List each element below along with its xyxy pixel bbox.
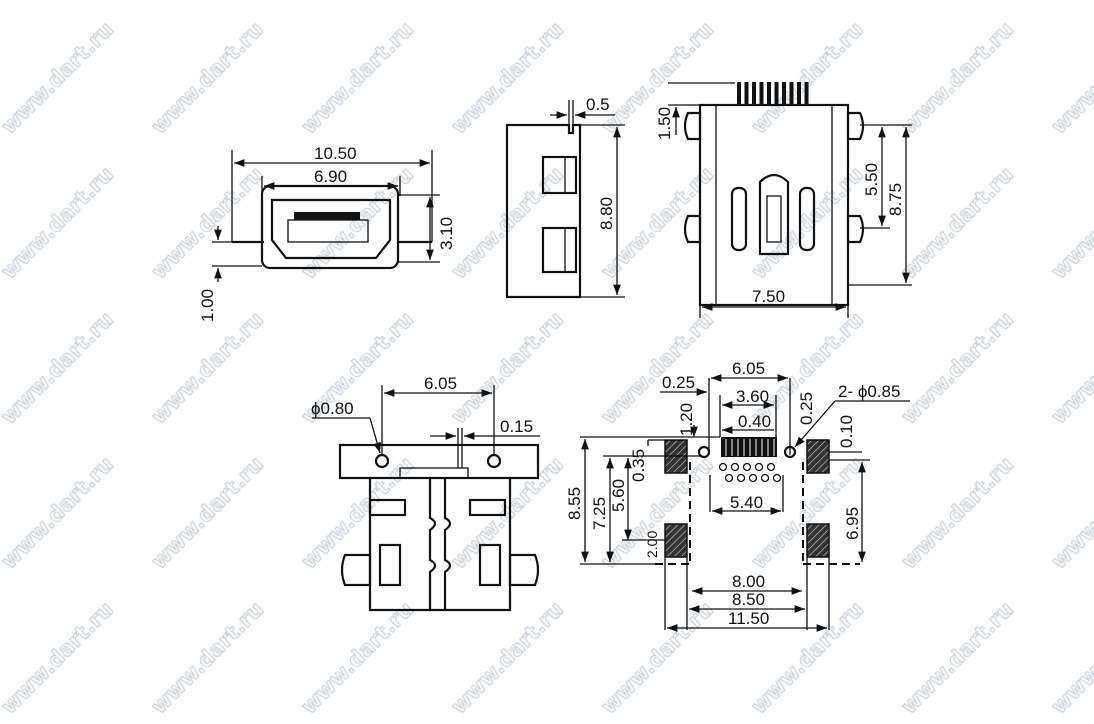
pin: [797, 82, 801, 105]
front-view: 10.50 6.90 3.10 1.00: [198, 144, 456, 322]
hole: [760, 473, 770, 483]
dim-w-total: 11.50: [728, 609, 769, 628]
dim-h-a: 7.25: [590, 497, 609, 530]
pin: [752, 82, 756, 105]
dim-w-b: 8.50: [732, 590, 765, 609]
hole: [724, 473, 734, 483]
dim-w-a: 8.00: [732, 572, 765, 591]
pcb-layout: 6.05 0.25 3.60 0.40 0.25 2- ϕ0.85 1.20 0…: [565, 359, 910, 632]
dim-hole-diameter: ϕ0.80: [311, 399, 354, 418]
dim-h-total: 8.55: [565, 487, 584, 520]
dim-side-height: 8.80: [597, 197, 616, 230]
dim-edge-b: 0.25: [797, 392, 816, 425]
dim-h-c: 0.35: [629, 449, 648, 482]
dim-pad-span: 6.05: [732, 359, 765, 378]
dim-offset-right: 0.10: [837, 415, 856, 448]
top-view: 7.50 1.50 5.50 8.75: [655, 82, 912, 318]
pin: [774, 82, 779, 105]
side-view: 0.5 8.80: [505, 95, 625, 299]
dim-hole-label: 2- ϕ0.85: [838, 382, 900, 401]
hole: [718, 462, 728, 472]
dim-pin-length: 1.50: [655, 107, 674, 140]
dim-pin-row: 3.60: [736, 387, 769, 406]
dim-pin-offset: 1.00: [198, 289, 217, 322]
dim-tab-spacing: 5.50: [862, 163, 881, 196]
dim-h-right: 6.95: [843, 507, 862, 540]
hole: [742, 462, 752, 472]
dim-h-b: 5.60: [609, 479, 628, 512]
pin: [782, 82, 786, 105]
bottom-view: 6.05 ϕ0.80 0.15: [311, 374, 540, 612]
dim-inner-width: 5.40: [730, 493, 763, 512]
dim-pin-pitch: 0.40: [738, 412, 771, 431]
dim-edge-a: 0.25: [662, 373, 695, 392]
hole: [766, 462, 776, 472]
pin: [767, 82, 771, 105]
hole: [748, 473, 758, 483]
dim-top-width: 7.50: [752, 287, 785, 306]
dim-width-opening: 6.90: [314, 167, 347, 186]
dim-top-step: 0.5: [586, 95, 610, 114]
hole: [772, 473, 782, 483]
dim-pin-gap: 0.15: [500, 417, 533, 436]
dim-top-length: 8.75: [886, 183, 905, 216]
pin: [759, 82, 764, 105]
pin: [804, 82, 809, 105]
dim-height: 3.10: [437, 217, 456, 250]
dim-pad-h: 2.00: [644, 531, 660, 558]
dim-width-total: 10.50: [314, 144, 357, 163]
hole: [754, 462, 764, 472]
hole: [730, 462, 740, 472]
dim-offset-top: 1.20: [677, 403, 696, 436]
pin: [789, 82, 794, 105]
hole: [736, 473, 746, 483]
pin: [744, 82, 749, 105]
dim-hole-spacing: 6.05: [424, 374, 457, 393]
pin: [737, 82, 741, 105]
